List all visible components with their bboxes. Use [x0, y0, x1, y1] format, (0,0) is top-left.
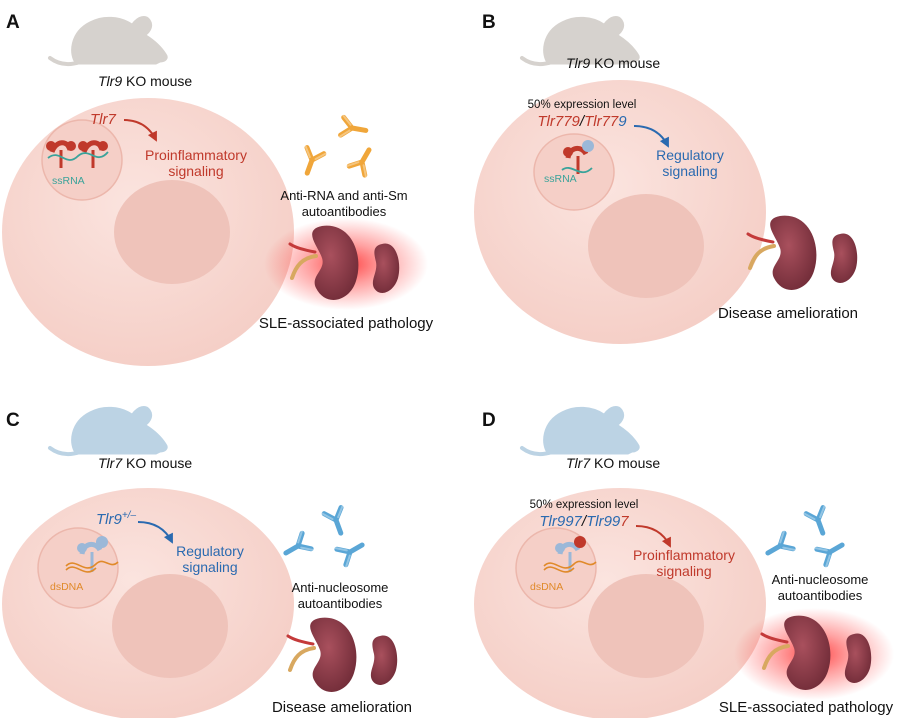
nucleus [112, 574, 228, 678]
tlr7-receptor-icon [46, 140, 108, 168]
nucleus [588, 574, 704, 678]
antibodies-icon [762, 506, 847, 567]
tlr-heterodimer-icon [555, 536, 586, 572]
gene-label: Tlr9+/– [96, 510, 136, 528]
panel-b: B Tlr9 KO mouse ssRNA 50% expression lev… [474, 12, 860, 344]
panel-letter: A [6, 12, 20, 33]
outcome-label: Disease amelioration [718, 305, 858, 322]
ssrna-strand-icon [47, 151, 109, 161]
mouse-label: Tlr7 KO mouse [98, 455, 192, 471]
mouse-label: Tlr9 KO mouse [566, 55, 660, 71]
nucleic-acid-label: ssRNA [52, 175, 85, 187]
mouse-icon [48, 14, 170, 67]
panel-c: C Tlr7 KO mouse dsDNA Tlr9+/– Regulatory… [2, 404, 412, 718]
mouse-icon [520, 404, 642, 457]
panel-a: A Tlr9 KO mouse ssRNA Tlr7 Proinflammato… [2, 12, 434, 366]
kidney-icon [286, 615, 400, 694]
ssrna-strand-icon [561, 167, 593, 174]
signal-arrow-icon [123, 119, 157, 142]
expression-note: 50% expression level [530, 499, 639, 511]
panel-letter: B [482, 12, 496, 33]
endosome [41, 119, 123, 201]
antibodies-icon [297, 115, 379, 177]
nucleus [588, 194, 704, 298]
panel-letter: C [6, 410, 20, 431]
outcome-label: SLE-associated pathology [719, 699, 894, 716]
nucleic-acid-label: ssRNA [544, 173, 577, 185]
panel-d: D Tlr7 KO mouse dsDNA 50% expression lev… [474, 404, 894, 718]
panel-letter: D [482, 410, 496, 431]
nucleus [114, 180, 230, 284]
nucleic-acid-label: dsDNA [50, 581, 83, 593]
mouse-icon [48, 404, 170, 457]
tlr9-receptor-icon [77, 536, 108, 572]
antibodies-icon [280, 506, 367, 567]
dsdna-strand-icon [65, 560, 119, 573]
signal-arrow-icon [635, 525, 671, 548]
signal-arrow-icon [137, 521, 173, 544]
nucleic-acid-label: dsDNA [530, 581, 563, 593]
gene-label: Tlr779/Tlr779 [537, 113, 627, 130]
outcome-label: SLE-associated pathology [259, 315, 434, 332]
signal-arrow-icon [633, 125, 669, 148]
mouse-label: Tlr7 KO mouse [566, 455, 660, 471]
outcome-label: Disease amelioration [272, 699, 412, 716]
endosome [533, 133, 615, 211]
mouse-label: Tlr9 KO mouse [98, 73, 192, 89]
gene-label: Tlr7 [90, 111, 116, 128]
dsdna-strand-icon [543, 560, 597, 573]
gene-label: Tlr997/Tlr997 [539, 513, 629, 530]
expression-note: 50% expression level [528, 99, 637, 111]
